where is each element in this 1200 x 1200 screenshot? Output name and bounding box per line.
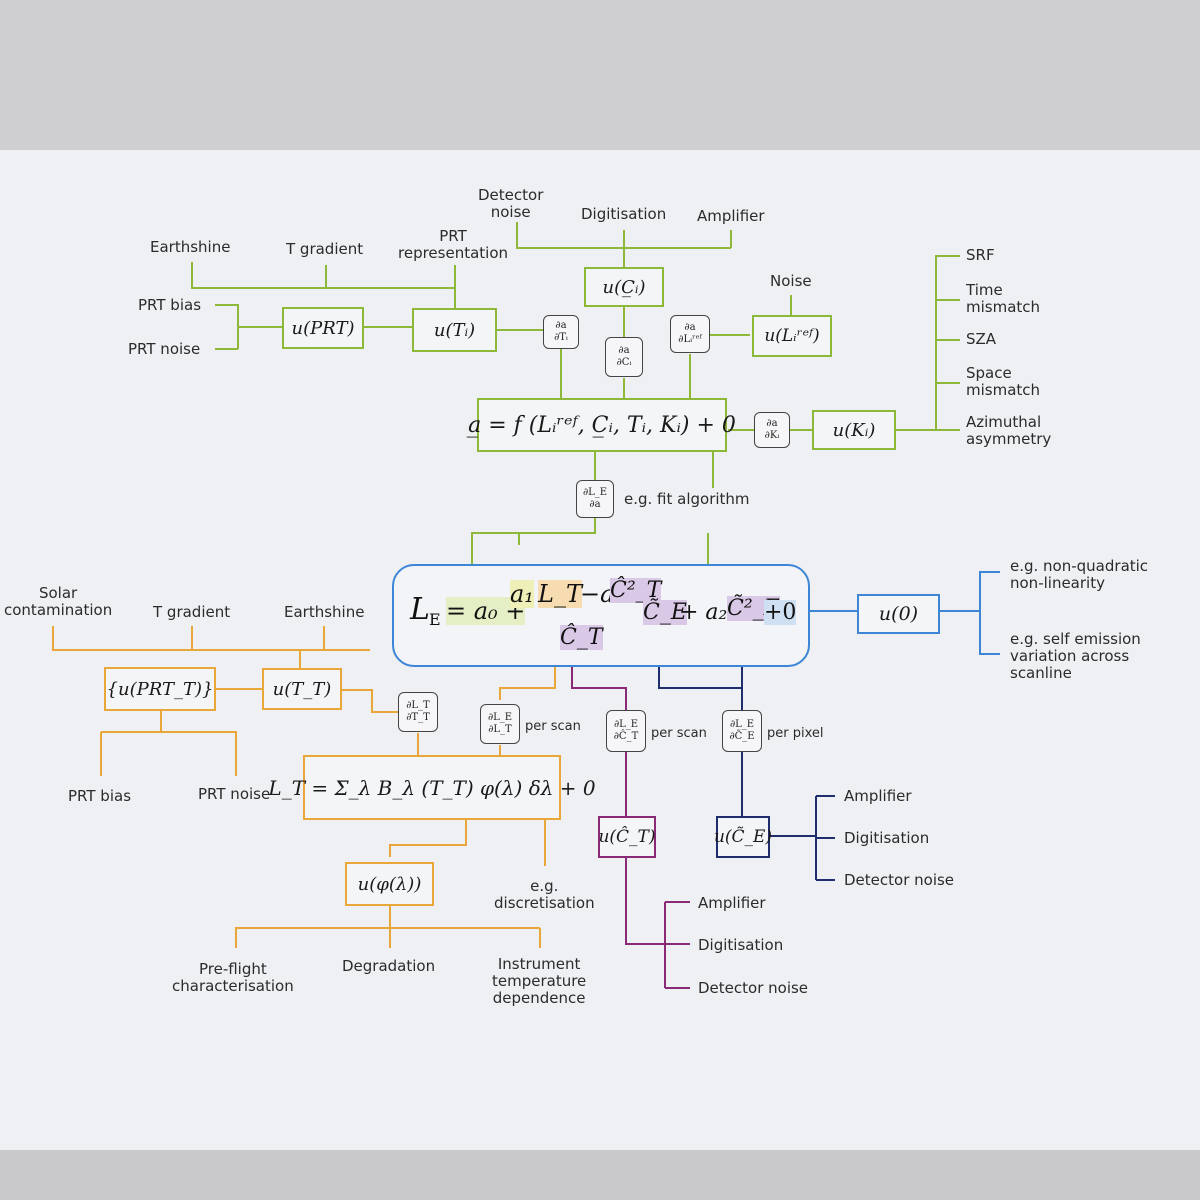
u-ci-box: u(C̲ᵢ) (584, 267, 664, 307)
sza-label: SZA (966, 330, 997, 348)
detector-noise-label: Detector noise (478, 186, 544, 221)
eq-a1-term: a₁ (510, 580, 534, 608)
azimuthal-asymmetry-label: Azimuthal asymmetry (966, 413, 1052, 448)
floor-background (0, 1150, 1200, 1200)
u-ki-box: u(Kᵢ) (812, 410, 896, 450)
deriv-a-ki: ∂a ∂Kᵢ (754, 412, 790, 448)
prt-bias-top-label: PRT bias (138, 296, 202, 314)
fit-algorithm-label: e.g. fit algorithm (624, 490, 750, 508)
earthshine-top-label: Earthshine (150, 238, 231, 256)
noise-label: Noise (770, 272, 812, 290)
ce-uncertainty-tree (658, 646, 835, 881)
t-gradient-top-label: T gradient (286, 240, 364, 258)
prt-noise-bottom-label: PRT noise (198, 785, 271, 803)
space-mismatch-label: Space mismatch (966, 364, 1041, 399)
deriv-a-lref: ∂a ∂Lᵢʳᵉᶠ (670, 315, 710, 353)
u-prt-set-box: {u(PRT_T)} (104, 667, 216, 711)
self-emission-label: e.g. self emission variation across scan… (1010, 630, 1141, 682)
tt-deriv-line (342, 689, 398, 713)
deriv-lt-tt: ∂L_T ∂T_T (398, 692, 438, 732)
eq-ct2-term: Ĉ²_T (610, 578, 662, 603)
eq-lt-term: L_T (538, 580, 582, 608)
eq-plus-a2-term: + a₂ (680, 600, 728, 625)
prt-bias-bottom-label: PRT bias (68, 787, 132, 805)
u-ti-box: u(Tᵢ) (412, 308, 497, 352)
amplifier-label: Amplifier (697, 207, 765, 225)
phi-sources-line (235, 906, 541, 948)
u-ce-box: u(C̃_E) (714, 816, 772, 858)
prt-bias-noise-line (215, 304, 282, 350)
t-gradient-left-label: T gradient (153, 603, 231, 621)
u-tt-box: u(T_T) (262, 668, 342, 710)
blue-connectors (810, 571, 1000, 655)
orange-connectors (52, 626, 556, 948)
u-prt-box: u(PRT) (282, 307, 364, 349)
eq-ct-term: Ĉ_T (560, 625, 603, 650)
deriv-le-ct: ∂L_E ∂Ĉ_T (606, 710, 646, 752)
digitisation-label: Digitisation (581, 205, 667, 223)
srf-label: SRF (966, 246, 995, 264)
degradation-label: Degradation (342, 957, 436, 975)
eq-a0-term: = a₀ + (446, 597, 526, 625)
eq-ce-term: C̃_E (643, 600, 687, 625)
lref-line (689, 295, 792, 398)
purple-connectors (571, 660, 690, 989)
amplifier-navy-label: Amplifier (844, 787, 912, 805)
discretisation-label: e.g. discretisation (494, 877, 595, 912)
preflight-label: Pre-flight characterisation (172, 960, 294, 995)
per-scan-label-2: per scan (651, 726, 707, 741)
prt-representation-label: PRT representation (398, 227, 509, 262)
dle-da-line (471, 452, 709, 590)
solar-contamination-label: Solar contamination (4, 584, 113, 619)
u-zero-box: u(0) (857, 594, 940, 634)
wall-background (0, 0, 1200, 150)
prt-noise-top-label: PRT noise (128, 340, 201, 358)
eq-le-symbol: L (410, 592, 430, 627)
phi-line (389, 820, 467, 857)
deriv-le-lt: ∂L_E ∂L_T (480, 704, 520, 744)
per-scan-label-1: per scan (525, 719, 581, 734)
digitisation-purple-label: Digitisation (698, 936, 784, 954)
ci-source-line (516, 222, 732, 272)
earthshine-left-label: Earthshine (284, 603, 365, 621)
deriv-a-ci: ∂a ∂Cᵢ (605, 337, 643, 377)
per-pixel-label: per pixel (767, 726, 824, 741)
ct-uncertainty-tree (571, 660, 690, 989)
ti-source-line (191, 262, 456, 310)
u-phi-box: u(φ(λ)) (345, 862, 434, 906)
digitisation-navy-label: Digitisation (844, 829, 930, 847)
instrument-temperature-label: Instrument temperature dependence (492, 955, 587, 1007)
u-ct-box: u(Ĉ_T) (598, 816, 656, 858)
deriv-le-a: ∂L_E ∂a (576, 480, 614, 518)
eq-le-subscript: E (429, 610, 441, 629)
u0-line (810, 571, 1000, 655)
detector-noise-purple-label: Detector noise (698, 979, 809, 997)
green-connectors (191, 222, 960, 590)
non-quadratic-label: e.g. non-quadratic non-linearity (1010, 557, 1149, 592)
deriv-a-ti: ∂a ∂Tᵢ (543, 315, 579, 349)
prt-bias-noise-bottom (100, 711, 237, 776)
ki-sources-bracket (896, 255, 960, 431)
navy-connectors (658, 646, 835, 881)
u-lref-box: u(Lᵢʳᵉᶠ) (752, 315, 832, 357)
time-mismatch-label: Time mismatch (966, 281, 1041, 316)
lt-equation-box: L_T = Σ_λ B_λ (T_T) φ(λ) δλ + 0 (268, 755, 596, 820)
tt-source-line (52, 626, 370, 670)
deriv-le-ce: ∂L_E ∂C̃_E (722, 710, 762, 752)
calibration-equation-box: a̲ = f (Lᵢʳᵉᶠ, C̲ᵢ, Tᵢ, Kᵢ) + 0 (468, 398, 736, 452)
detector-noise-navy-label: Detector noise (844, 871, 955, 889)
eq-plus-zero-term: +0 (764, 600, 797, 625)
amplifier-purple-label: Amplifier (698, 894, 766, 912)
